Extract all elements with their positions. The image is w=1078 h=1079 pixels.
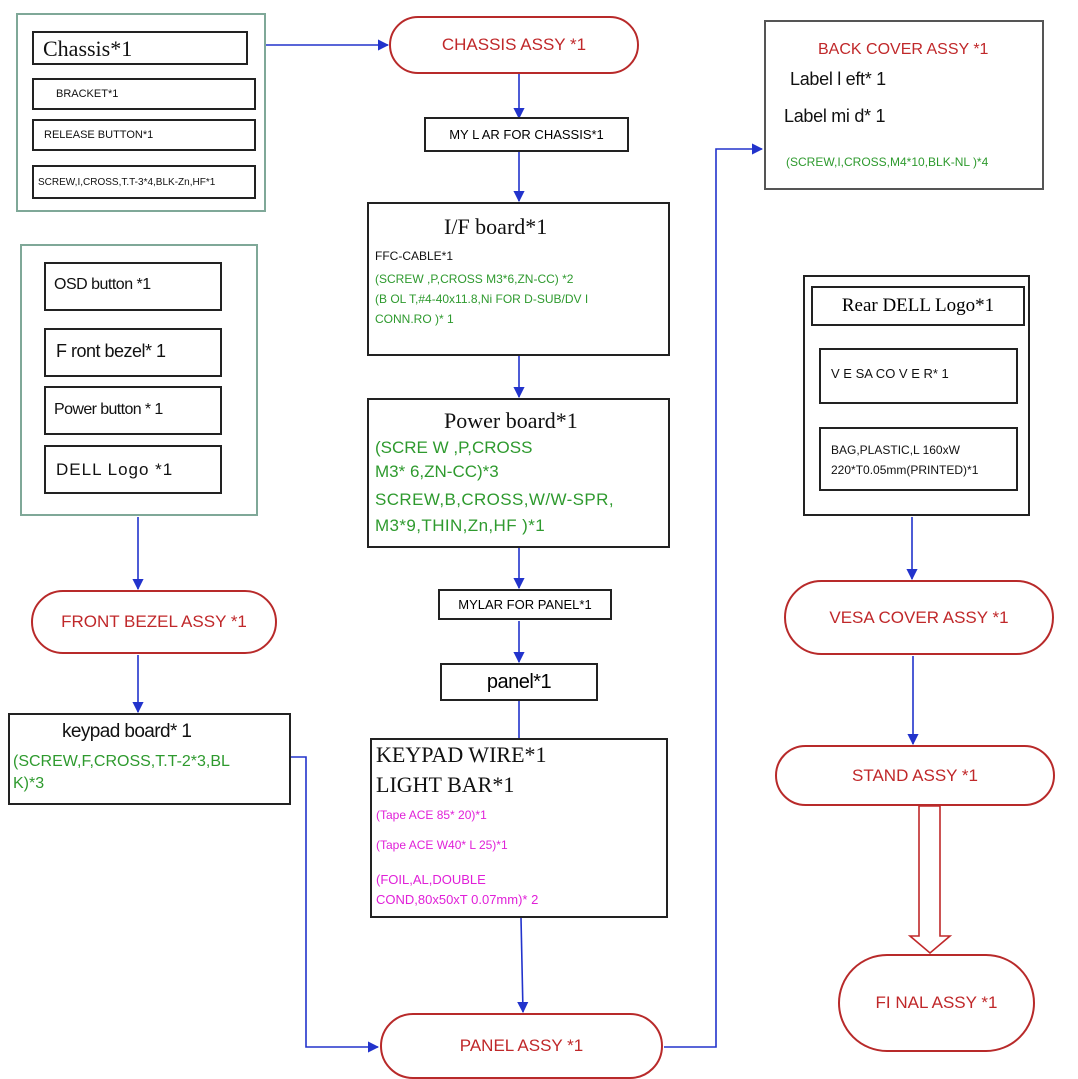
bag-box: BAG,PLASTIC,L 160xW 220*T0.05mm(PRINTED)… [819,427,1018,491]
dell-logo-box: DELL Logo *1 [44,445,222,494]
rear-logo-frame: Rear DELL Logo*1 V E SA CO V E R* 1 BAG,… [803,275,1030,516]
label-mid-label: Label mi d* 1 [784,106,886,126]
if-bolt-line3: CONN.RO )* 1 [375,312,454,326]
power-screw-line3: SCREW,B,CROSS,W/W-SPR, [375,490,614,509]
bracket-box: BRACKET*1 [32,78,256,110]
power-button-box: Power button * 1 [44,386,222,435]
chassis-label: Chassis*1 [43,36,133,61]
vesa-cover-box: V E SA CO V E R* 1 [819,348,1018,404]
front-bezel-assy-node: FRONT BEZEL ASSY *1 [31,590,277,654]
release-button-box: RELEASE BUTTON*1 [32,119,256,151]
mylar-panel-box: MYLAR FOR PANEL*1 [438,589,612,620]
keypad-screw-line2: K)*3 [13,775,45,792]
foil-line2: COND,80x50xT 0.07mm)* 2 [376,892,539,907]
back-cover-title: BACK COVER ASSY *1 [818,41,989,58]
power-button-label: Power button * 1 [54,401,163,418]
rear-logo-title-box: Rear DELL Logo*1 [811,286,1025,326]
panel-box: panel*1 [440,663,598,701]
if-screw-line1: (SCREW ,P,CROSS M3*6,ZN-CC) *2 [375,272,574,286]
chassis-screw-label: SCREW,I,CROSS,T.T-3*4,BLK-Zn,HF*1 [38,177,216,188]
release-button-label: RELEASE BUTTON*1 [44,129,154,141]
panel-assy-node: PANEL ASSY *1 [380,1013,663,1079]
keypad-wire-label: KEYPAD WIRE*1 [376,742,547,767]
power-screw-line4: M3*9,THIN,Zn,HF )*1 [375,516,546,535]
stand-assy-node: STAND ASSY *1 [775,745,1055,806]
tape1-label: (Tape ACE 85* 20)*1 [376,808,487,822]
osd-button-box: OSD button *1 [44,262,222,311]
back-cover-screw: (SCREW,I,CROSS,M4*10,BLK-NL )*4 [786,155,989,169]
ffc-cable-label: FFC-CABLE*1 [375,249,454,263]
keypad-wire-box: KEYPAD WIRE*1 LIGHT BAR*1 (Tape ACE 85* … [370,738,668,918]
final-assy-node: FI NAL ASSY *1 [838,954,1035,1052]
chassis-assy-node: CHASSIS ASSY *1 [389,16,639,74]
hollow-arrow-stand-to-final [907,805,953,955]
bracket-label: BRACKET*1 [56,88,119,100]
if-bolt-line2: (B OL T,#4-40x11.8,Ni FOR D-SUB/DV I [375,292,589,306]
arrow-keypad-to-panel-assy [290,756,380,1053]
osd-button-label: OSD button *1 [54,276,151,293]
mylar-chassis-box: MY L AR FOR CHASSIS*1 [424,117,629,152]
vesa-cover-label: V E SA CO V E R* 1 [831,366,949,381]
power-board-box: Power board*1 (SCRE W ,P,CROSS M3* 6,ZN-… [367,398,670,548]
vesa-cover-assy-node: VESA COVER ASSY *1 [784,580,1054,655]
keypad-screw-line1: (SCREW,F,CROSS,T.T-2*3,BL [13,753,230,770]
foil-line1: (FOIL,AL,DOUBLE [376,872,486,887]
chassis-screw-box: SCREW,I,CROSS,T.T-3*4,BLK-Zn,HF*1 [32,165,256,199]
front-bezel-label: F ront bezel* 1 [56,341,166,361]
panel-label: panel*1 [486,670,552,693]
keypad-board-box: keypad board* 1 (SCREW,F,CROSS,T.T-2*3,B… [8,713,291,805]
mylar-panel-label: MYLAR FOR PANEL*1 [458,597,592,612]
if-board-title: I/F board*1 [444,214,548,239]
chassis-box: Chassis*1 [32,31,248,65]
bag-line1: BAG,PLASTIC,L 160xW [831,443,960,457]
back-cover-box: BACK COVER ASSY *1 Label l eft* 1 Label … [764,20,1044,190]
light-bar-label: LIGHT BAR*1 [376,772,515,797]
rear-logo-title: Rear DELL Logo*1 [841,295,995,316]
mylar-chassis-label: MY L AR FOR CHASSIS*1 [449,127,604,142]
front-bezel-box: F ront bezel* 1 [44,328,222,377]
power-screw-line2: M3* 6,ZN-CC)*3 [375,462,499,481]
arrow-keypad-wire-to-panel-assy [517,917,529,1014]
label-left-label: Label l eft* 1 [790,69,886,89]
tape2-label: (Tape ACE W40* L 25)*1 [376,838,508,852]
keypad-board-title: keypad board* 1 [62,721,192,742]
if-board-box: I/F board*1 FFC-CABLE*1 (SCREW ,P,CROSS … [367,202,670,356]
power-board-title: Power board*1 [444,408,578,433]
bag-line2: 220*T0.05mm(PRINTED)*1 [831,463,979,477]
power-screw-line1: (SCRE W ,P,CROSS [375,438,533,457]
arrow-panel-assy-to-back-cover [664,143,764,1048]
dell-logo-label: DELL Logo *1 [56,460,174,479]
